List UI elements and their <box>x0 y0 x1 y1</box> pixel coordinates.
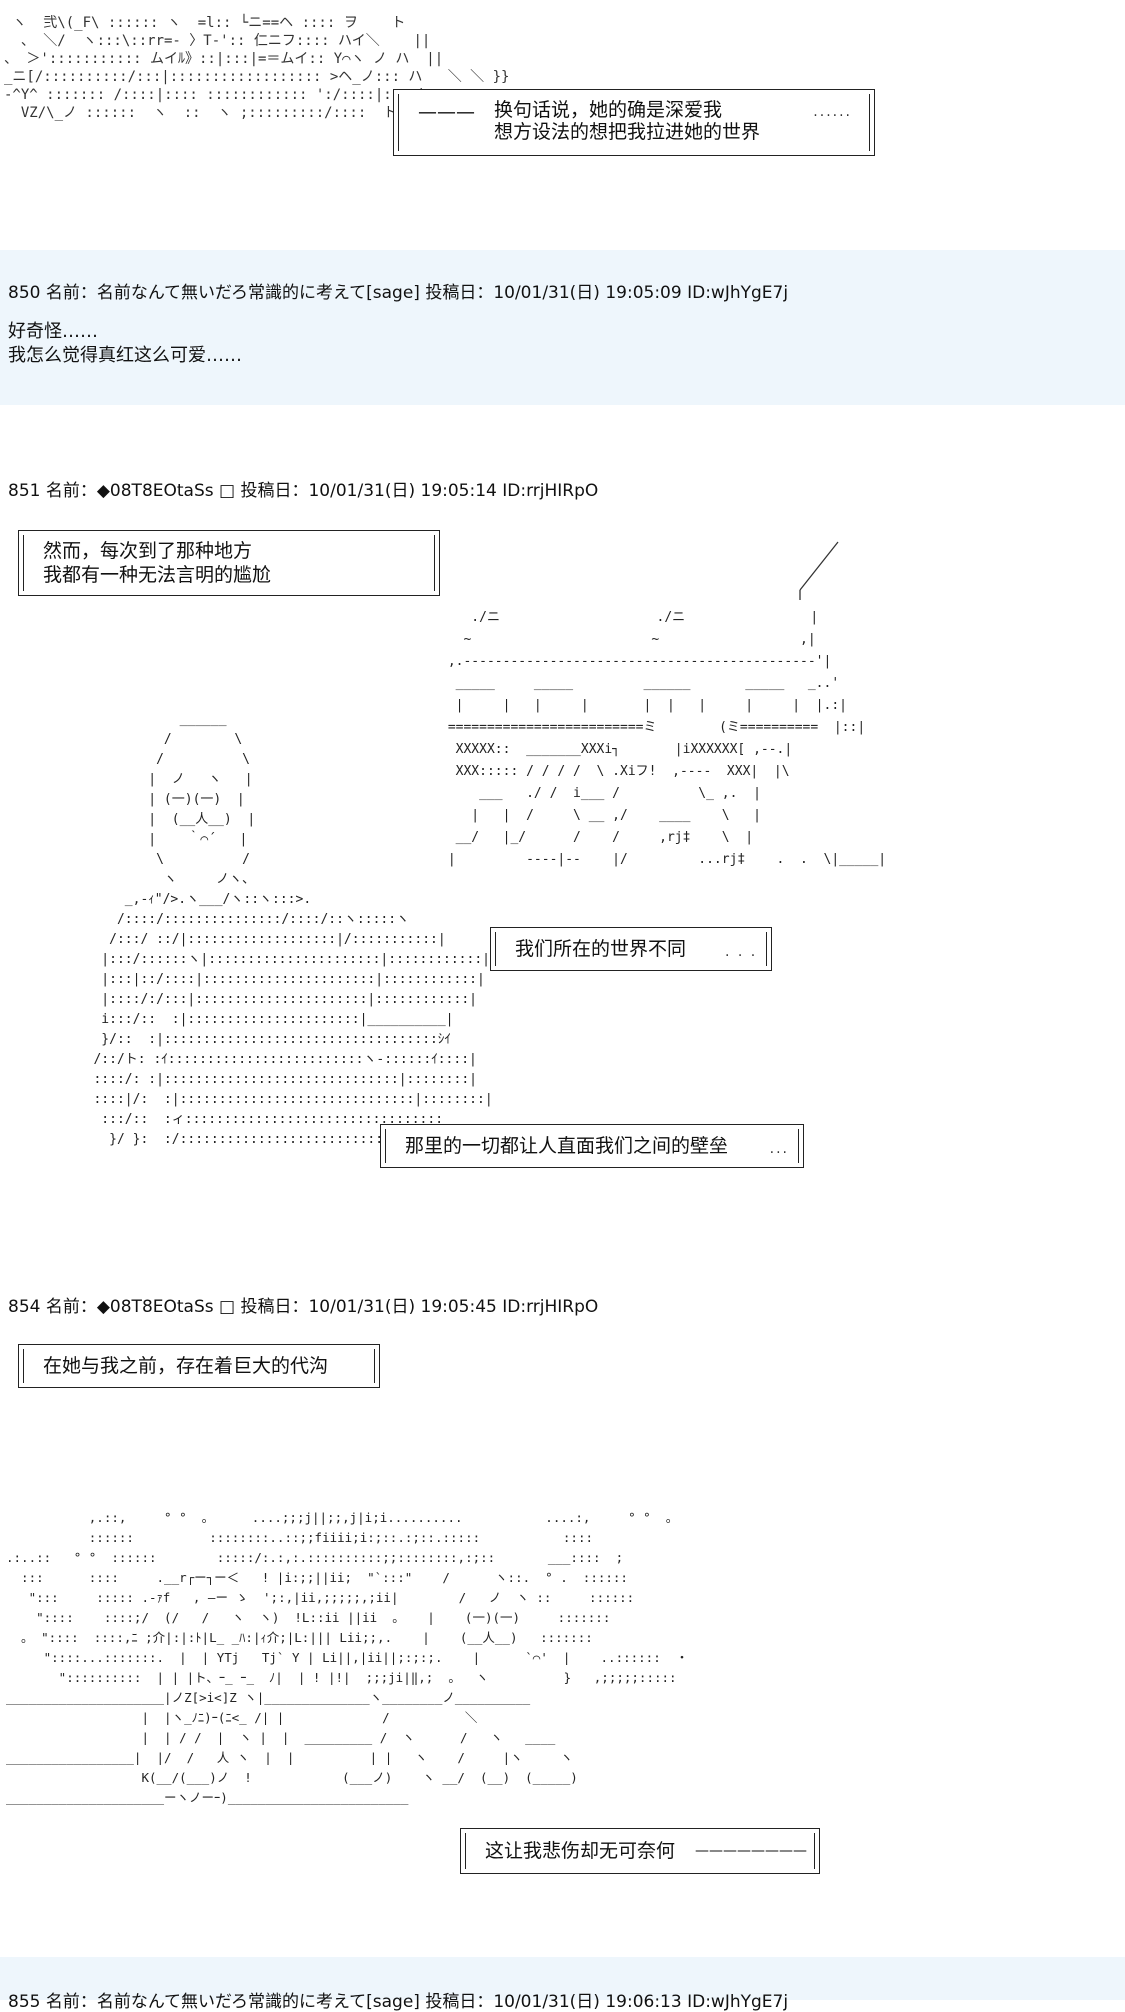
post-850-section <box>0 250 1125 405</box>
art-line: i:::/:: :|::::::::::::::::::::::|_______… <box>70 1012 454 1027</box>
caption-text: 我们所在的世界不同 <box>515 938 687 960</box>
art-line: /:::/ ::/|:::::::::::::::::::|/:::::::::… <box>70 932 446 947</box>
art-line: |::::/:/:::|::::::::::::::::::::::|:::::… <box>70 992 477 1007</box>
caption-dots: ...... <box>813 104 852 120</box>
caption-dots: . . . <box>725 944 758 960</box>
box-edge-right <box>766 932 767 966</box>
box-edge-left <box>495 932 496 966</box>
art-line: | (__人__) | <box>70 812 256 827</box>
art-line: __/ |_/ / / ,rj‡ \ | <box>440 830 754 845</box>
art-line: ::::/: :|::::::::::::::::::::::::::::::|… <box>70 1072 477 1087</box>
art-line: XXXXX:: _______XXXi┐ |iXXXXXX[ ,--.| <box>440 742 793 757</box>
art-line: ./ニ ./ニ | <box>440 610 819 625</box>
art-line: ":::::::::: | | |ト、ｰ_ ｰ_ ﾉ| | ! |!| ;;;j… <box>6 1670 677 1685</box>
art-line: | (一)(一) | <box>70 792 245 807</box>
caption-line-1: 然而，每次到了那种地方 <box>43 540 253 562</box>
box-edge-left <box>23 1349 24 1383</box>
art-line: | ｀⌒´ | <box>70 832 248 847</box>
art-line: "::: ::::: .-ｧf , ―ー ゝ ';:,|ii,;;;;;,;ii… <box>6 1590 635 1605</box>
box-edge-right <box>374 1349 375 1383</box>
box-edge-left <box>385 1129 386 1163</box>
art-line: | ----|-- |/ ...rj‡ . . \|_____| <box>440 852 887 867</box>
art-line: | |ヽ_ﾉﾆ)ｰ(ﾆ<_ /| | / ＼ <box>6 1710 478 1725</box>
caption-box-854-2: 这让我悲伤却无可奈何 ———————— <box>460 1828 820 1874</box>
art-line: / \ <box>70 752 251 767</box>
post-header-850: 850 名前：名前なんて無いだろ常識的に考えて[sage] 投稿日：10/01/… <box>8 283 789 303</box>
art-line: }/:: :|:::::::::::::::::::::::::::::::::… <box>70 1032 451 1047</box>
art-line: "::::...:::::::. | | YTj Tj` Y | Li||,|i… <box>6 1650 689 1665</box>
caption-box-854-1: 在她与我之前，存在着巨大的代沟 <box>18 1344 380 1388</box>
art-line: |:::/::::::ヽ|::::::::::::::::::::::|::::… <box>70 952 490 967</box>
art-line: :::::: ::::::::..::;;fiiii;i:;::.:;::.::… <box>6 1530 593 1545</box>
art-line: ヽ ノヽ、 <box>70 872 256 887</box>
art-line: | | | | | | | | | |.:| <box>440 698 847 713</box>
box-edge-left <box>465 1833 466 1869</box>
art-line: _,-ｨ"/>.ヽ___/ヽ::ヽ:::>. <box>70 892 312 907</box>
art-line: 、 ＼/ ヽ:::\::rr=- 〉T-':: 仁ニフ:::: ハイ＼ || <box>4 33 431 49</box>
art-line: |:::|::/::::|::::::::::::::::::::::|::::… <box>70 972 485 987</box>
art-line: ":::: ::::;/ (/ / ヽ ヽ) !L::ii ||ii 。 | (… <box>6 1610 611 1625</box>
art-line: ,.::, ° ° 。 ....;;;j||;;,j|i;i..........… <box>6 1510 679 1525</box>
ascii-art-person: ______ / \ / \ | ノ ヽ | | (一)(一) | | (__人… <box>70 690 493 1170</box>
art-line: ~ ~ ,| <box>440 632 816 647</box>
caption-box-851-1: 然而，每次到了那种地方 我都有一种无法言明的尴尬 <box>18 530 440 596</box>
art-line: ::::|/: :|::::::::::::::::::::::::::::::… <box>70 1092 493 1107</box>
art-line: _________________| |/ / 人 ヽ | | | | ヽ / … <box>6 1750 573 1765</box>
art-line: \ / <box>70 852 251 867</box>
caption-dash: ———————— <box>695 1843 807 1859</box>
caption-text: 那里的一切都让人直面我们之间的壁垒 <box>405 1135 729 1157</box>
caption-box-851-2: 我们所在的世界不同 . . . <box>490 927 772 971</box>
ascii-art-background: ./ニ ./ニ | ~ ~ ,| ,.---------------------… <box>440 585 886 893</box>
art-line: .:..:: ° ° :::::: :::::/:.:,:.::::::::::… <box>6 1550 624 1565</box>
art-line: ___ ./ / i___ / \_ ,. | <box>440 786 761 801</box>
art-line: ヽ 弐\(_F\ :::::: ヽ =l:: └ニ==ヘ :::: ヲ ト <box>4 15 406 31</box>
post-line: 好奇怪…… <box>8 321 98 342</box>
ascii-art-scene: ,.::, ° ° 。 ....;;;j||;;,j|i;i..........… <box>6 1488 688 1828</box>
art-line: XXX::::: / / / / \ .Xiフ! ,---- XXX| |\ <box>440 764 790 779</box>
post-next-section <box>0 1957 1125 2000</box>
roof-line-drawing <box>799 541 839 600</box>
caption-line-2: 我都有一种无法言明的尴尬 <box>43 564 272 586</box>
caption-box-top: ——— 换句话说，她的确是深爱我 想方设法的想把我拉进她的世界 ...... <box>393 89 875 156</box>
art-line: ______ <box>70 712 227 727</box>
caption-text: 在她与我之前，存在着巨大的代沟 <box>43 1355 329 1377</box>
post-header-854: 854 名前：◆08T8EOtaSs □ 投稿日：10/01/31(日) 19:… <box>8 1297 599 1317</box>
art-line: | | / \ __ ,/ ____ \ | <box>440 808 761 823</box>
post-line: 我怎么觉得真红这么可爱…… <box>8 345 242 366</box>
art-line: /::/ト: :ｲ:::::::::::::::::::::::::ヽ-::::… <box>70 1052 477 1067</box>
art-line: K(__/(___)ノ ! (___ノ) ヽ __/ (__) (_____) <box>6 1770 578 1785</box>
art-line: | ノ ヽ | <box>70 772 253 787</box>
caption-box-851-3: 那里的一切都让人直面我们之间的壁垒 ... <box>380 1124 804 1168</box>
box-edge-right <box>814 1833 815 1869</box>
art-line: /::::/:::::::::::::::/::::/::ヽ:::::ヽ <box>70 912 410 927</box>
post-header-851: 851 名前：◆08T8EOtaSs □ 投稿日：10/01/31(日) 19:… <box>8 481 599 501</box>
art-line: ::: :::: .__r┌ー┐ー＜ ! |i:;;||ii; "`:::" /… <box>6 1570 628 1585</box>
box-edge-right <box>434 535 435 591</box>
art-line: _____________________|ノZ[>i<]Z ヽ|_______… <box>6 1690 531 1705</box>
art-line: }/ }: :/:::::::::::::::::::::::::::::| <box>70 1132 415 1147</box>
art-line: :::/:: :ィ:::::::::::::::::::::::::::::::… <box>70 1112 444 1127</box>
box-edge-left <box>23 535 24 591</box>
caption-line-2: 想方设法的想把我拉进她的世界 <box>494 121 761 143</box>
caption-dots: ... <box>769 1141 789 1157</box>
box-edge-left <box>398 94 399 151</box>
art-line: / \ <box>70 732 243 747</box>
art-line: ,.--------------------------------------… <box>440 654 832 669</box>
art-line: 。 ":::: ::::,ﾆ ;介|:|:ﾄ|L_ _ﾊ:|ｨ介;|L:||| … <box>6 1630 593 1645</box>
art-line: _____ _____ ______ _____ _..' <box>440 676 840 691</box>
art-line: | | / / | ヽ | | _________ / ヽ / ヽ ____ <box>6 1730 556 1745</box>
box-edge-right <box>869 94 870 151</box>
art-line: _____________________ーヽノーｰ)_____________… <box>6 1790 409 1805</box>
box-edge-right <box>798 1129 799 1163</box>
art-line: =========================ミ (ミ========== … <box>440 720 866 735</box>
art-line: _ニ[/::::::::::/:::|:::::::::::::::::: >ヘ… <box>4 69 510 85</box>
art-line: 、 ＞'::::::::::: ムイﾙ》::|:::|=＝ムイ:: Y⌒ヽ ノ … <box>4 51 444 67</box>
caption-line-1: 换句话说，她的确是深爱我 <box>494 99 723 121</box>
post-body-850: 好奇怪…… 我怎么觉得真红这么可爱…… <box>8 320 242 368</box>
caption-text: 这让我悲伤却无可奈何 <box>485 1840 676 1862</box>
caption-dash: ——— <box>418 101 475 123</box>
